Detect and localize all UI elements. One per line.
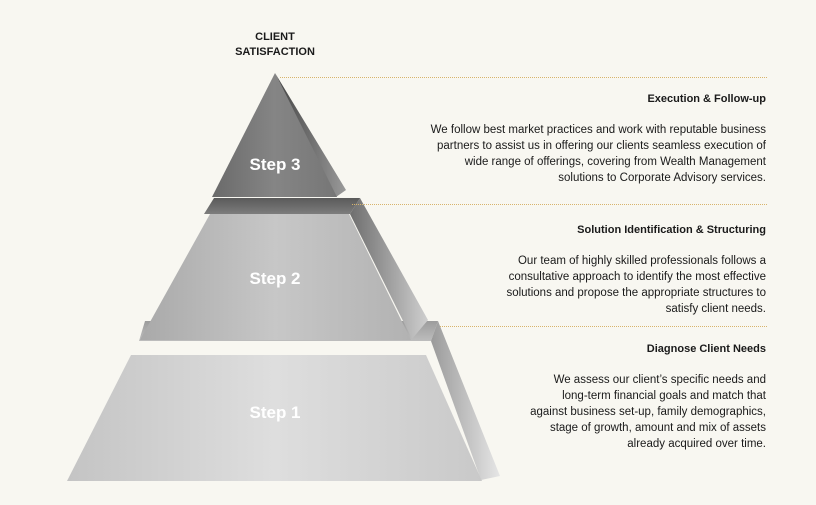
section-line: solutions and propose the appropriate st…	[506, 287, 766, 299]
section-line: partners to assist us in offering our cl…	[437, 140, 766, 152]
section-line: We follow best market practices and work…	[430, 124, 766, 136]
section-line: Our team of highly skilled professionals…	[517, 255, 766, 267]
section-line: already acquired over time.	[627, 438, 766, 450]
section-title: Diagnose Client Needs	[646, 343, 766, 355]
section-line: We assess our client’s specific needs an…	[553, 374, 766, 386]
step-2-label: Step 2	[249, 269, 300, 288]
tier-1-face	[67, 355, 482, 481]
client-satisfaction-label: CLIENT SATISFACTION	[205, 30, 345, 60]
tier-2-side	[350, 198, 428, 339]
tier-3-face	[212, 73, 337, 197]
section-execution: Execution & Follow-up We follow best mar…	[431, 93, 766, 186]
divider-step-1	[440, 326, 767, 327]
section-body: We follow best market practices and work…	[431, 122, 766, 186]
tier-2-face	[140, 214, 411, 340]
section-body: We assess our client’s specific needs an…	[530, 372, 766, 452]
step-3-label: Step 3	[249, 155, 300, 174]
divider-step-2	[352, 204, 767, 205]
section-title: Solution Identification & Structuring	[577, 224, 766, 236]
section-line: against business set-up, family demograp…	[530, 406, 766, 418]
section-line: long-term financial goals and match that	[562, 390, 766, 402]
step-1-label: Step 1	[249, 403, 300, 422]
client-satisfaction-line-1: CLIENT	[255, 31, 295, 43]
section-line: wide range of offerings, covering from W…	[464, 156, 766, 168]
tier-1-side	[431, 321, 500, 480]
tier-2-ledge	[204, 198, 360, 214]
section-line: satisfy client needs.	[665, 303, 766, 315]
section-solution: Solution Identification & Structuring Ou…	[506, 224, 766, 317]
section-title: Execution & Follow-up	[647, 93, 766, 105]
section-line: solutions to Corporate Advisory services…	[558, 172, 766, 184]
section-body: Our team of highly skilled professionals…	[506, 253, 766, 317]
client-satisfaction-line-2: SATISFACTION	[235, 46, 315, 58]
tier-3-side	[275, 73, 346, 197]
section-line: stage of growth, amount and mix of asset…	[549, 422, 766, 434]
section-line: consultative approach to identify the mo…	[508, 271, 766, 283]
divider-step-3	[280, 77, 767, 78]
section-diagnose: Diagnose Client Needs We assess our clie…	[530, 343, 766, 452]
